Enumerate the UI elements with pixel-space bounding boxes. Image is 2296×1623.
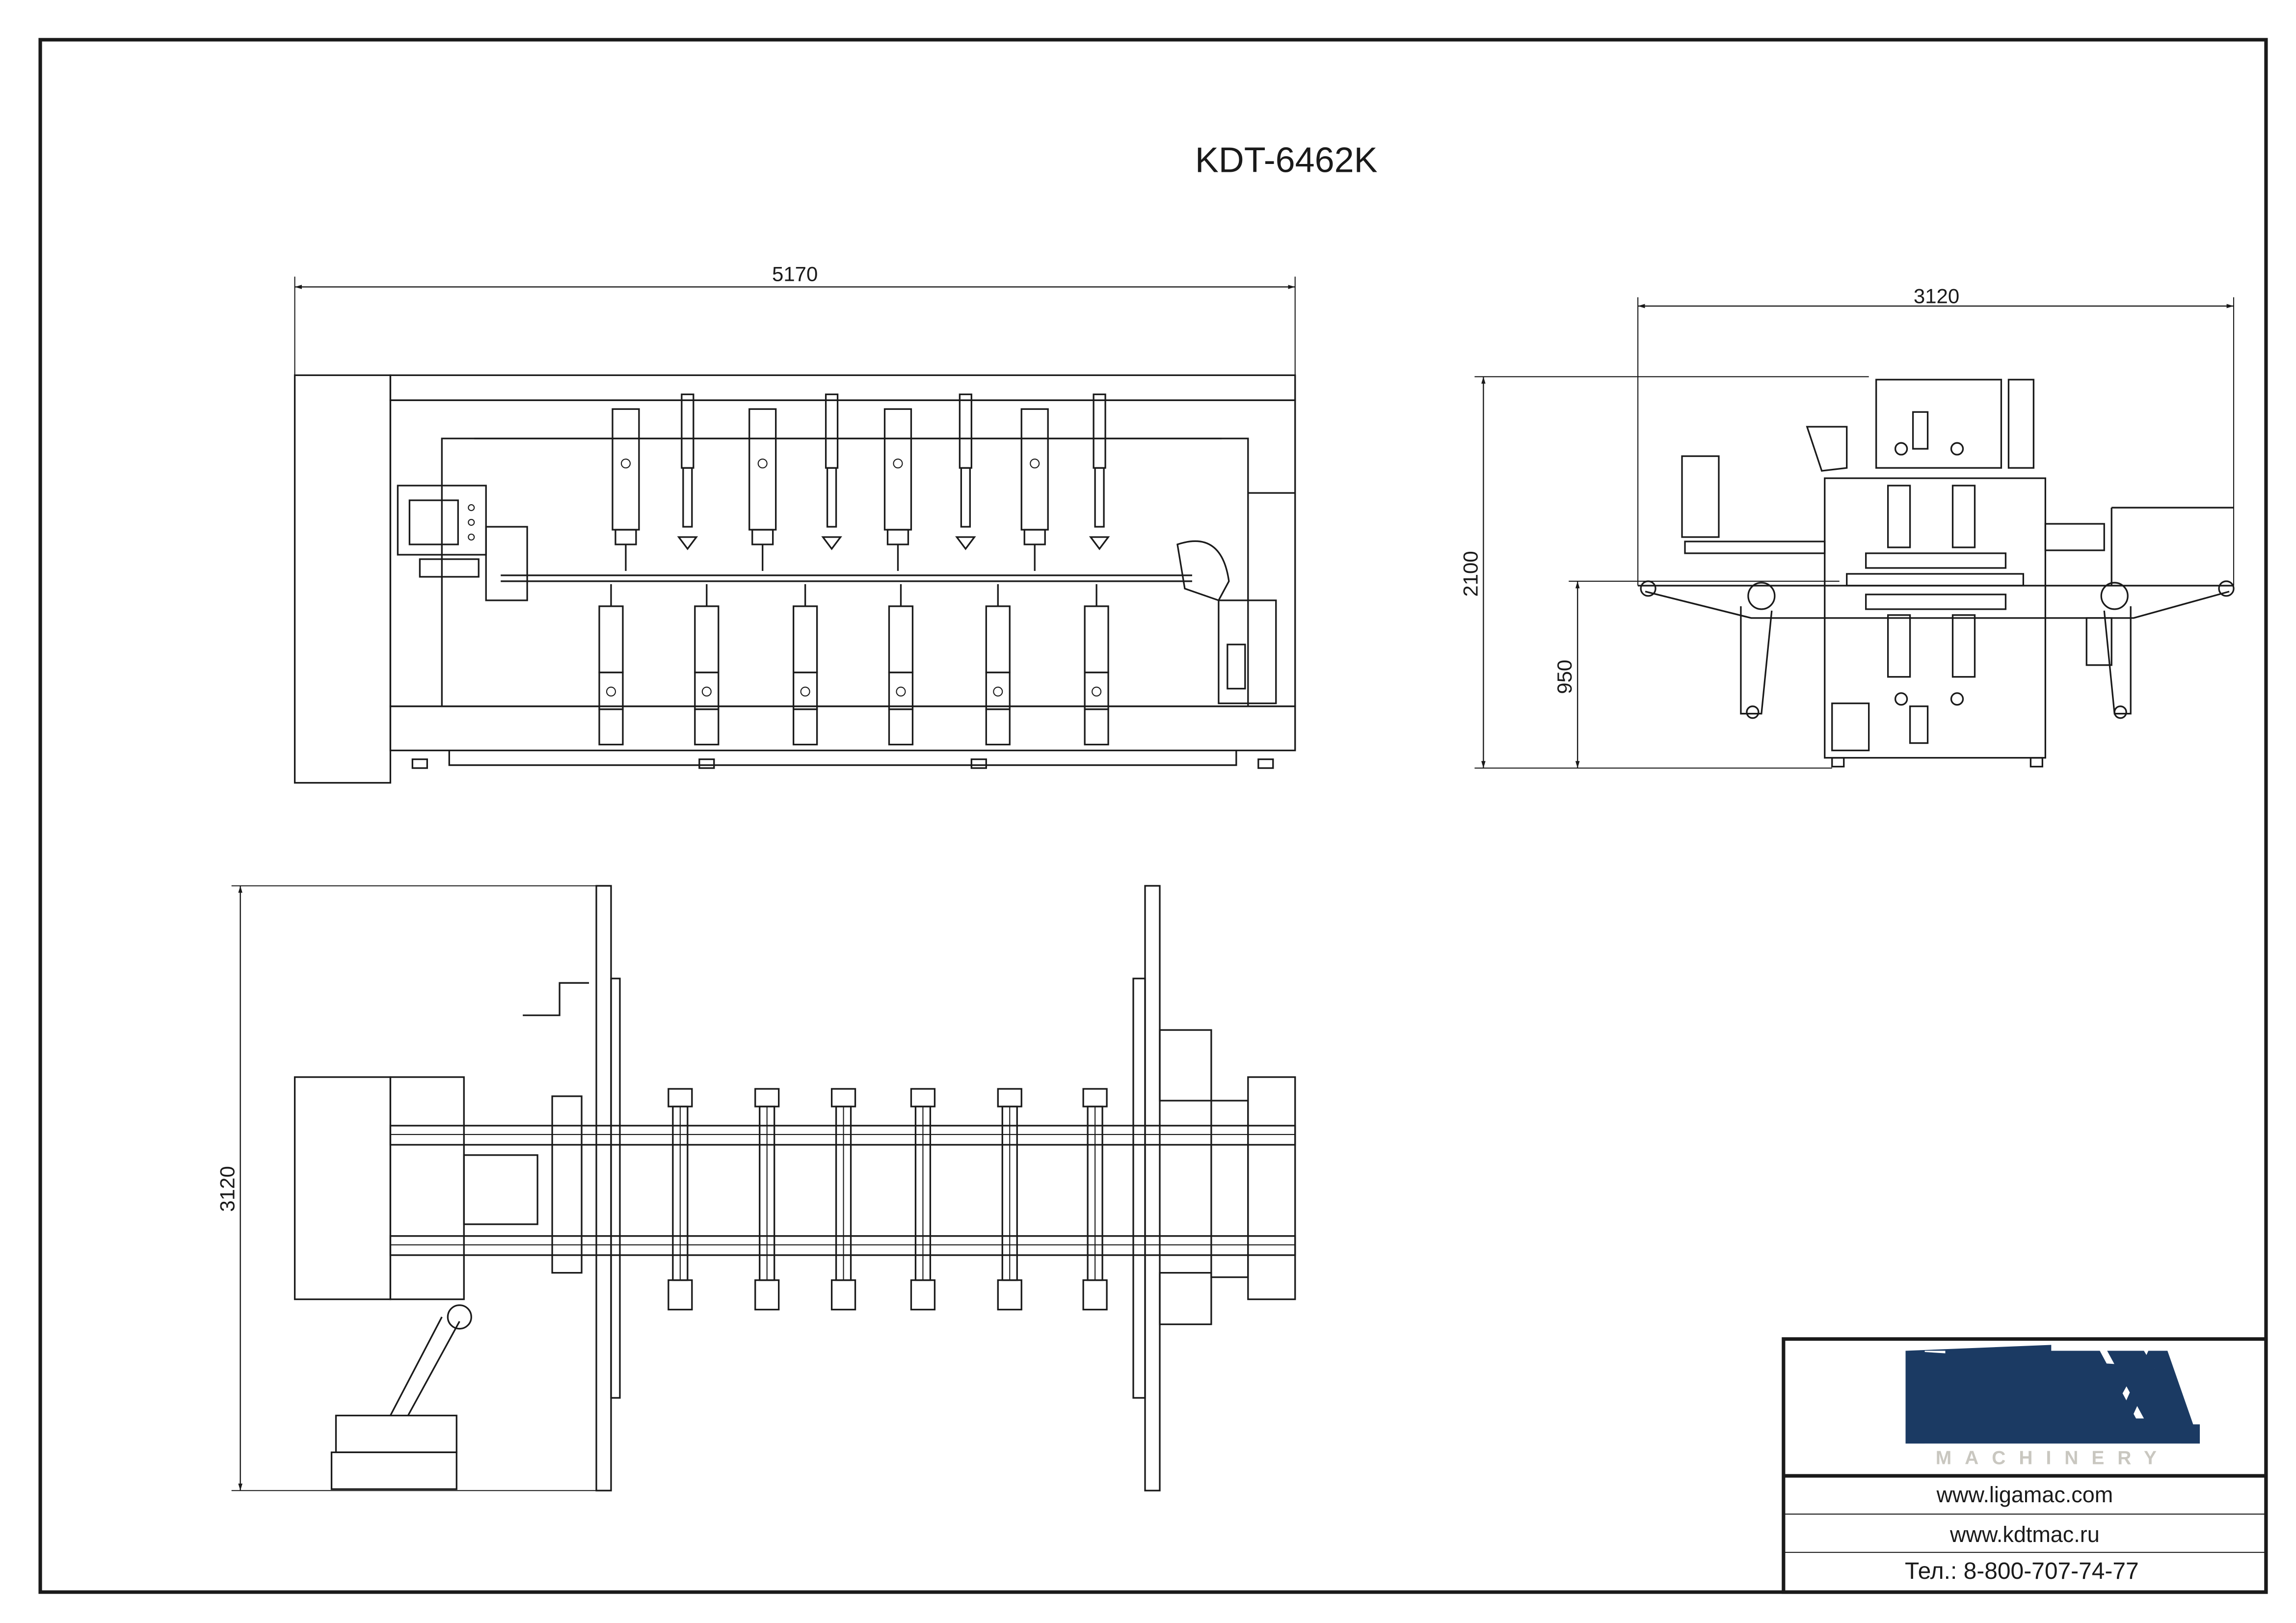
top-view: 3120 bbox=[216, 885, 1296, 1491]
side-width-dimension: 3120 bbox=[1914, 284, 1959, 307]
lower-drill-head bbox=[598, 584, 624, 746]
top-drill-head bbox=[754, 1088, 780, 1311]
side-spindles bbox=[1846, 411, 2025, 744]
upper-drill-head bbox=[612, 408, 640, 571]
upper-drill-head bbox=[955, 393, 976, 550]
logo-subtext: MACHINERY bbox=[1936, 1447, 2170, 1468]
upper-drill-head bbox=[748, 408, 777, 571]
top-drill-head bbox=[667, 1088, 693, 1311]
website-kdtmac[interactable]: www.kdtmac.ru bbox=[1949, 1522, 2100, 1547]
lower-drill-head bbox=[985, 584, 1011, 746]
control-panel bbox=[397, 485, 528, 601]
front-view: 5170 bbox=[294, 262, 1296, 784]
upper-drill-head bbox=[1020, 408, 1049, 571]
upper-drill-head bbox=[677, 393, 698, 550]
website-ligamac[interactable]: www.ligamac.com bbox=[1936, 1482, 2113, 1507]
phone-number: Тел.: 8-800-707-74-77 bbox=[1905, 1558, 2139, 1584]
side-table-height-dimension: 950 bbox=[1553, 660, 1576, 694]
side-view: 3120 2100 950 bbox=[1459, 284, 2235, 769]
top-depth-dimension: 3120 bbox=[216, 1166, 239, 1212]
right-cabinet bbox=[1176, 540, 1277, 704]
lower-drill-head bbox=[888, 584, 914, 746]
drawing-frame bbox=[38, 38, 2268, 1594]
upper-drill-head bbox=[1089, 393, 1110, 550]
top-drill-head bbox=[910, 1088, 936, 1311]
drawing-title: KDT-6462K bbox=[1195, 141, 1378, 180]
lower-drill-head bbox=[694, 584, 720, 746]
title-block: MACHINERY www.ligamac.com www.kdtmac.ru … bbox=[1782, 1337, 2268, 1594]
feet bbox=[411, 758, 1274, 769]
upper-drill-head bbox=[883, 408, 912, 571]
lower-drill-head bbox=[1084, 584, 1109, 746]
upper-drill-head bbox=[821, 393, 842, 550]
lower-drill-head bbox=[793, 584, 818, 746]
top-drill-head bbox=[997, 1088, 1022, 1311]
top-drill-head bbox=[830, 1088, 856, 1311]
side-height-dimension: 2100 bbox=[1459, 551, 1482, 596]
top-drill-head bbox=[1082, 1088, 1108, 1311]
front-width-dimension: 5170 bbox=[772, 262, 818, 285]
liga-logo: MACHINERY bbox=[1905, 1345, 2200, 1468]
